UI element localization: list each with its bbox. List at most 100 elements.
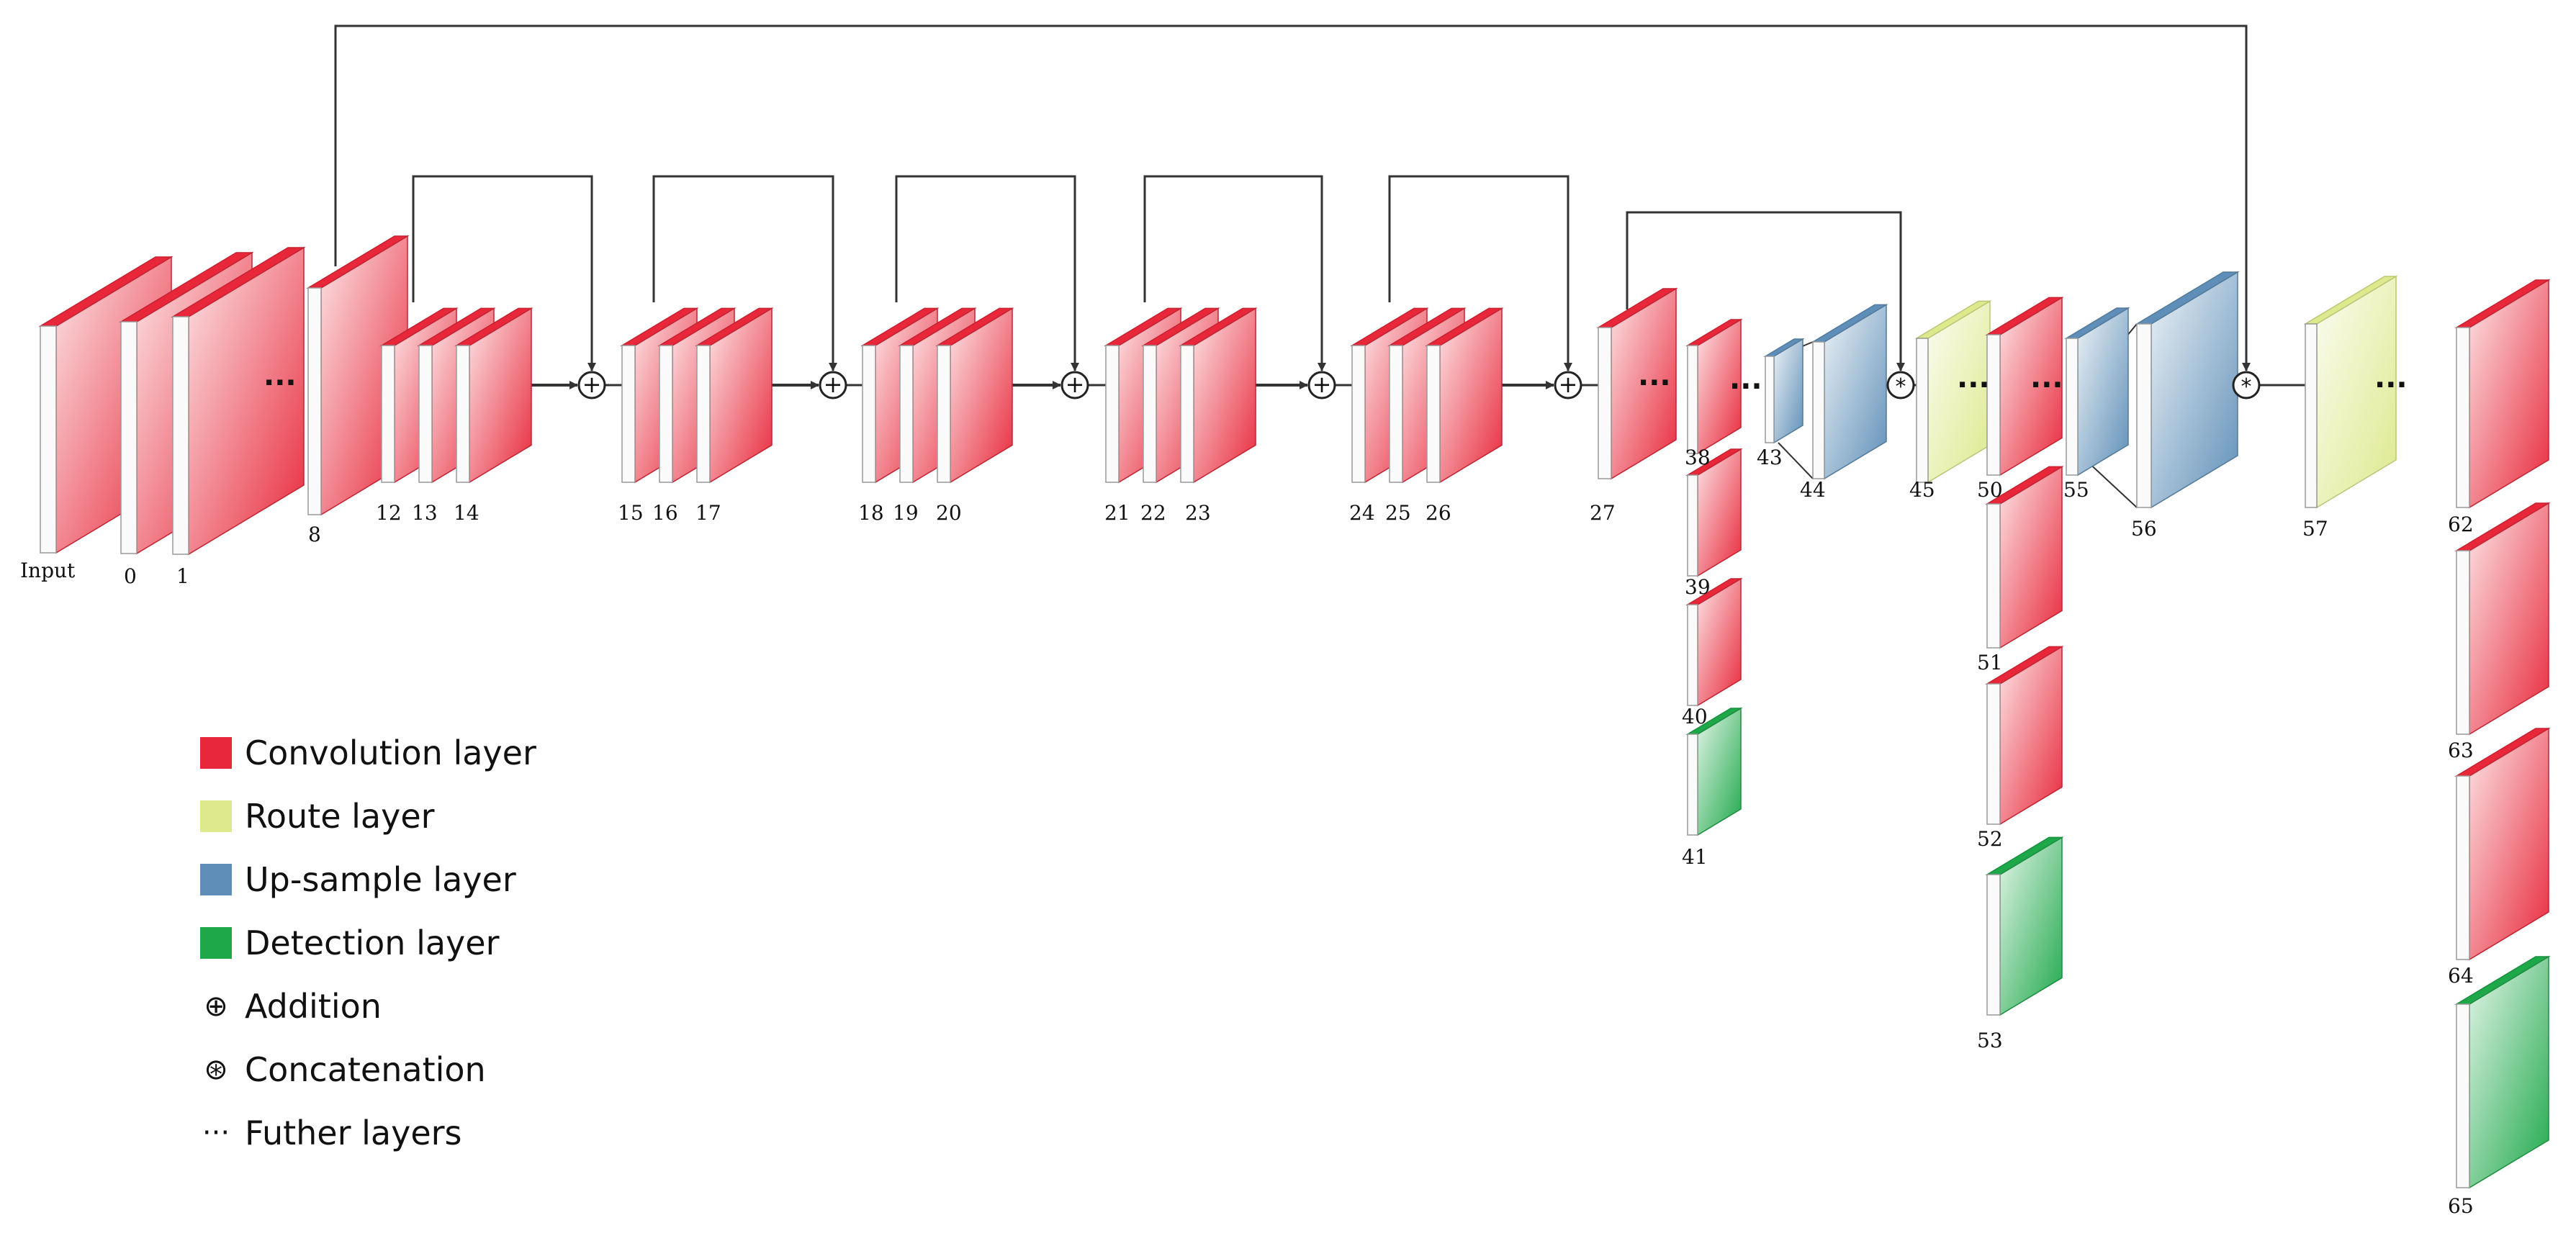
layer-block-45	[1914, 300, 1992, 484]
further-layers-icon-legend: ···	[202, 1116, 230, 1150]
further-layers-icon-1: ···	[264, 366, 297, 399]
layer-block-65	[2454, 955, 2551, 1189]
layer-block-53	[1985, 836, 2064, 1016]
svg-text:+: +	[582, 371, 602, 398]
further-layers-icon-5: ···	[2030, 369, 2063, 402]
layer-label-l14: 14	[454, 501, 479, 525]
layer-label-l63: 63	[2448, 739, 2474, 762]
layer-label-l16: 16	[652, 501, 678, 525]
operators: ··· + + + + + ··· ··· * ··· ··· * ···	[264, 366, 2408, 403]
svg-text:+: +	[824, 371, 843, 398]
layer-label-l38: 38	[1685, 446, 1711, 469]
layer-block-17	[695, 307, 774, 484]
skip-connection-2	[652, 175, 837, 371]
legend-label: Convolution layer	[245, 733, 536, 772]
legend-swatch-upsample	[200, 864, 232, 895]
addition-icon-2: +	[819, 371, 847, 399]
concatenation-icon-1: *	[1886, 371, 1915, 399]
layer-label-l26: 26	[1426, 501, 1451, 525]
further-layers-icon-4: ···	[1957, 369, 1990, 402]
layer-label-l43: 43	[1757, 446, 1783, 469]
layer-label-l45: 45	[1909, 478, 1935, 502]
layer-label-l17: 17	[695, 501, 721, 525]
legend-label: Concatenation	[245, 1050, 486, 1089]
layer-label-l24: 24	[1349, 501, 1375, 525]
layer-label-l55: 55	[2063, 478, 2089, 502]
layer-label-l57: 57	[2302, 517, 2328, 541]
layer-block-57	[2303, 275, 2398, 509]
legend-item-route-layer: Route layer	[200, 785, 704, 848]
skip-connection-5	[1388, 175, 1572, 371]
layer-block-26	[1425, 307, 1504, 484]
layer-block-40	[1685, 577, 1743, 707]
addition-icon-3: +	[1060, 371, 1089, 399]
route-connection-2	[334, 24, 2251, 371]
legend-item-futher-layers: ··· Futher layers	[200, 1101, 704, 1165]
layer-label-l51: 51	[1977, 651, 2003, 674]
further-layers-icon-6: ···	[2374, 369, 2408, 402]
layer-label-l18: 18	[858, 501, 884, 525]
layer-label-l25: 25	[1385, 501, 1411, 525]
svg-text:*: *	[1896, 374, 1906, 399]
layer-label-l0: 0	[124, 564, 137, 588]
layer-block-51	[1985, 466, 2064, 649]
layer-label-l8: 8	[308, 523, 321, 546]
legend-item-addition: ⊕Addition	[200, 975, 704, 1038]
layer-label-input: Input	[20, 559, 76, 582]
legend-swatch-detection	[200, 927, 232, 959]
layer-block-39	[1685, 448, 1743, 577]
layer-label-l50: 50	[1977, 478, 2003, 502]
layer-label-l62: 62	[2448, 513, 2474, 536]
layer-block-44	[1811, 304, 1888, 480]
layer-label-l19: 19	[893, 501, 919, 525]
addition-icon-4: +	[1307, 371, 1336, 399]
legend-item-concatenation: ⊛ Concatenation	[200, 1038, 704, 1101]
layer-label-l27: 27	[1590, 501, 1616, 525]
skip-connection-4	[1143, 175, 1326, 371]
layer-blocks	[38, 235, 2551, 1189]
layer-block-63	[2454, 502, 2551, 736]
layer-label-l13: 13	[412, 501, 438, 525]
layer-block-56	[2135, 271, 2240, 509]
layer-block-52	[1985, 646, 2064, 826]
layer-label-l44: 44	[1800, 478, 1826, 502]
layer-block-64	[2454, 727, 2551, 961]
layer-label-l64: 64	[2448, 964, 2474, 988]
legend-swatch-convolution	[200, 737, 232, 769]
layer-label-l39: 39	[1685, 575, 1711, 599]
layer-label-l1: 1	[176, 564, 189, 588]
layer-block-27	[1596, 287, 1678, 480]
legend-label: Futher layers	[245, 1114, 462, 1152]
addition-icon-5: +	[1554, 371, 1582, 399]
svg-text:+: +	[1312, 371, 1332, 398]
svg-text:+: +	[1559, 371, 1578, 398]
layer-label-l23: 23	[1185, 501, 1211, 525]
layer-block-1	[171, 246, 306, 556]
concatenation-icon-2: *	[2232, 371, 2261, 399]
layer-label-l40: 40	[1682, 705, 1708, 728]
legend-item-detection-layer: Detection layer	[200, 911, 704, 975]
concatenation-icon-legend: ⊛	[204, 1053, 228, 1086]
layer-label-l12: 12	[376, 501, 402, 525]
layer-label-l21: 21	[1104, 501, 1130, 525]
addition-icon-legend: ⊕	[204, 990, 228, 1023]
further-layers-icon-2: ···	[1638, 366, 1671, 399]
svg-text:*: *	[2241, 374, 2252, 399]
route-connection-1	[1626, 211, 1905, 371]
skip-connection-1	[412, 175, 596, 371]
layer-block-14	[454, 307, 533, 484]
svg-text:+: +	[1066, 371, 1085, 398]
layer-block-38	[1685, 318, 1743, 455]
further-layers-icon-3: ···	[1729, 370, 1762, 403]
layer-label-l15: 15	[618, 501, 644, 525]
legend-item-up-sample-layer: Up-sample layer	[200, 848, 704, 911]
layer-label-l41: 41	[1682, 845, 1708, 869]
layer-label-l52: 52	[1977, 827, 2003, 851]
legend-label: Up-sample layer	[245, 860, 516, 899]
layer-label-l20: 20	[936, 501, 962, 525]
layer-block-62	[2454, 279, 2551, 509]
legend-label: Route layer	[245, 797, 435, 836]
